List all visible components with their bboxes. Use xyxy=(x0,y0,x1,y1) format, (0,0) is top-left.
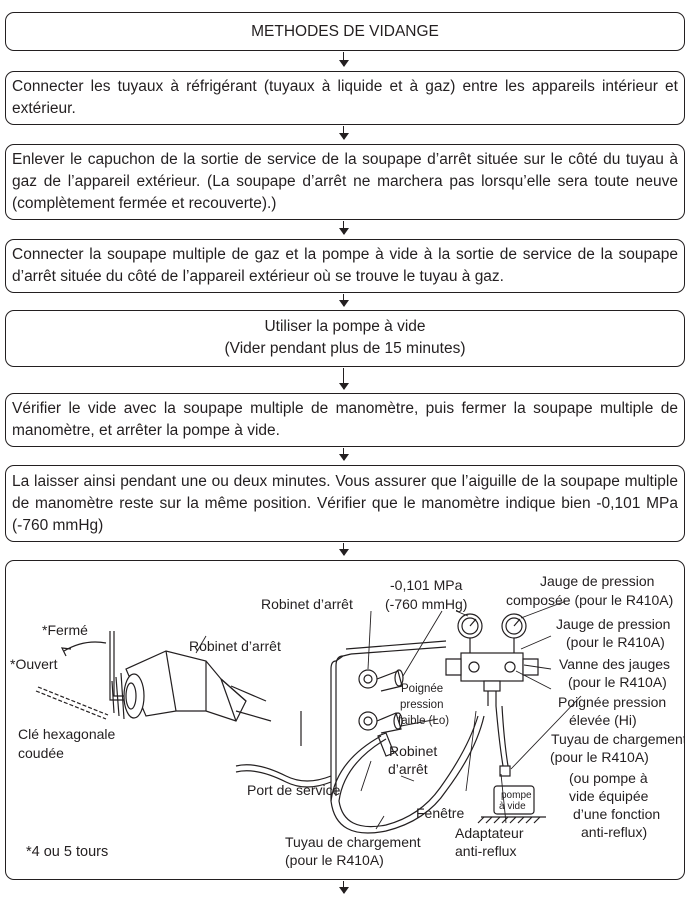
flow-arrow xyxy=(337,543,351,556)
flow-arrow xyxy=(337,448,351,461)
step-1-text: Connecter les tuyaux à réfrigérant (tuya… xyxy=(12,78,678,117)
evacuation-diagram: *Fermé *Ouvert Robinet d’arrêt Clé hexag… xyxy=(10,573,684,868)
outdoor-unit xyxy=(235,640,447,801)
step-3-box: Connecter la soupape multiple de gaz et … xyxy=(5,239,685,293)
label-pump-2: à vide xyxy=(499,801,526,812)
diagram-box: *Fermé *Ouvert Robinet d’arrêt Clé hexag… xyxy=(5,560,685,880)
flow-arrow xyxy=(337,126,351,140)
step-4-text-2: (Vider pendant plus de 15 minutes) xyxy=(224,340,466,357)
flow-arrow xyxy=(337,881,351,894)
label-adapter-2: anti-reflux xyxy=(455,843,516,859)
step-2-text: Enlever le capuchon de la sortie de serv… xyxy=(12,151,678,212)
label-stop-valve-bottom-1: Robinet xyxy=(389,743,437,759)
step-6-box: La laisser ainsi pendant une ou deux min… xyxy=(5,465,685,542)
label-charge-hose-right-2: (pour le R410A) xyxy=(550,749,649,765)
label-reading-2: (-760 mmHg) xyxy=(385,596,467,612)
label-gauge-valve-2: (pour le R410A) xyxy=(568,674,667,690)
label-closed: *Fermé xyxy=(42,622,88,638)
label-high-handle-1: Poignée pression xyxy=(558,694,666,710)
label-charge-hose-bottom-2: (pour le R410A) xyxy=(285,852,384,868)
charge-hose-right xyxy=(495,705,511,777)
label-pump-alt-3: d’une fonction xyxy=(573,806,660,822)
step-4-text-1: Utiliser la pompe à vide xyxy=(264,318,426,335)
label-charge-hose-bottom-1: Tuyau de chargement xyxy=(285,834,421,850)
step-6-text: La laisser ainsi pendant une ou deux min… xyxy=(12,473,678,534)
label-charge-hose-right-1: Tuyau de chargement xyxy=(551,731,684,747)
charge-hose-left xyxy=(330,715,485,834)
label-hex-key-2: coudée xyxy=(18,745,64,761)
stop-valve-closeup xyxy=(111,650,272,722)
title-box: METHODES DE VIDANGE xyxy=(5,12,685,51)
step-3-text: Connecter la soupape multiple de gaz et … xyxy=(12,246,678,285)
label-pump-1: pompe xyxy=(501,790,532,801)
flow-arrow xyxy=(337,52,351,67)
label-low-handle-2: pression xyxy=(400,699,443,711)
label-turns: *4 ou 5 tours xyxy=(26,844,108,860)
label-pressure-gauge-1: Jauge de pression xyxy=(556,616,670,632)
stop-valve-pair xyxy=(358,669,404,757)
hex-key xyxy=(35,631,124,720)
label-window: Fenêtre xyxy=(416,805,464,821)
step-2-box: Enlever le capuchon de la sortie de serv… xyxy=(5,144,685,220)
label-stop-valve-top: Robinet d’arrêt xyxy=(261,596,353,612)
flow-arrow xyxy=(337,221,351,235)
step-4-box: Utiliser la pompe à vide (Vider pendant … xyxy=(5,310,685,367)
label-pump-alt-4: anti-reflux) xyxy=(581,824,647,840)
label-pressure-gauge-2: (pour le R410A) xyxy=(566,634,665,650)
label-reading-1: -0,101 MPa xyxy=(390,577,463,593)
label-pump-alt-2: vide équipée xyxy=(569,788,649,804)
label-pump-alt-1: (ou pompe à xyxy=(569,770,648,786)
label-stop-valve-bottom-2: d’arrêt xyxy=(388,761,428,777)
leader-lines xyxy=(195,600,582,830)
label-gauge-valve-1: Vanne des jauges xyxy=(559,656,670,672)
label-open: *Ouvert xyxy=(10,656,58,672)
label-service-port: Port de service xyxy=(247,782,341,798)
step-5-box: Vérifier le vide avec la soupape multipl… xyxy=(5,393,685,447)
label-compound-gauge-1: Jauge de pression xyxy=(540,573,654,589)
flow-arrow xyxy=(337,294,351,307)
label-adapter-1: Adaptateur xyxy=(455,825,524,841)
step-1-box: Connecter les tuyaux à réfrigérant (tuya… xyxy=(5,71,685,125)
label-high-handle-2: élevée (Hi) xyxy=(569,712,637,728)
step-5-text: Vérifier le vide avec la soupape multipl… xyxy=(12,400,678,439)
page-title: METHODES DE VIDANGE xyxy=(251,23,439,40)
label-stop-valve-left: Robinet d’arrêt xyxy=(189,638,281,654)
label-compound-gauge-2: composée (pour le R410A) xyxy=(506,592,673,608)
gauge-manifold xyxy=(445,613,539,706)
flow-arrow xyxy=(337,368,351,390)
label-hex-key-1: Clé hexagonale xyxy=(18,726,116,742)
label-low-handle-3: faible (Lo) xyxy=(398,715,449,727)
label-low-handle-1: Poignée xyxy=(401,683,443,695)
